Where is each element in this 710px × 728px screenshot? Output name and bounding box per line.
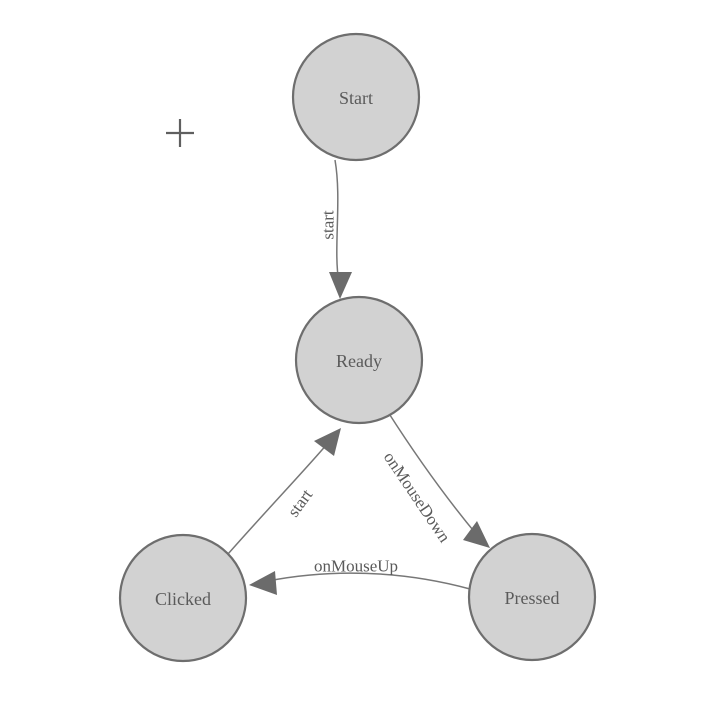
edge-line xyxy=(334,159,340,284)
crosshair-icon xyxy=(166,119,194,147)
node-circle xyxy=(467,532,597,662)
edge-label-pressed-to-clicked: onMouseUp xyxy=(314,557,398,576)
arrowhead-icon xyxy=(249,571,277,595)
arrowhead-icon xyxy=(329,272,352,299)
arrowhead-icon xyxy=(314,428,341,456)
edge-line xyxy=(267,572,471,590)
edge-line xyxy=(227,442,329,555)
edge-pressed-to-clicked[interactable] xyxy=(249,571,471,595)
node-circle xyxy=(118,533,248,663)
state-node-clicked[interactable]: Clicked xyxy=(118,533,248,663)
node-circle xyxy=(294,295,424,425)
edge-start-to-ready[interactable] xyxy=(329,159,352,299)
edge-label-ready-to-pressed: onMouseDown xyxy=(380,448,455,546)
node-circle xyxy=(291,32,421,162)
edge-label-clicked-to-ready: start xyxy=(284,485,317,520)
arrowhead-icon xyxy=(463,521,490,548)
edge-line xyxy=(387,411,478,536)
state-node-start[interactable]: Start xyxy=(291,32,421,162)
state-node-label: Pressed xyxy=(505,588,560,608)
state-node-label: Ready xyxy=(336,351,382,371)
state-node-ready[interactable]: Ready xyxy=(294,295,424,425)
edge-ready-to-pressed[interactable] xyxy=(387,411,490,548)
state-node-label: Clicked xyxy=(155,589,211,609)
edge-clicked-to-ready[interactable] xyxy=(227,428,341,555)
edge-label-start-to-ready: start xyxy=(319,210,338,240)
state-node-label: Start xyxy=(339,88,373,108)
state-node-pressed[interactable]: Pressed xyxy=(467,532,597,662)
